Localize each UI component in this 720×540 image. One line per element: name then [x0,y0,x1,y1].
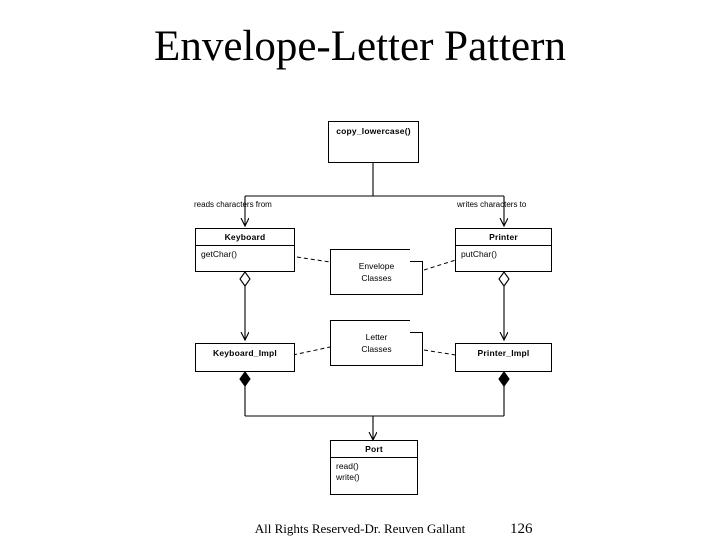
class-name-printer-impl: Printer_Impl [477,348,530,358]
class-name-keyboard: Keyboard [224,232,266,242]
class-name-printer: Printer [489,232,518,242]
note-fold-corner [410,249,423,262]
class-divider [456,245,551,246]
class-divider [196,245,294,246]
class-name-keyboard-impl: Keyboard_Impl [212,348,277,358]
note-envelope-classes-label: Envelope Classes [358,261,395,283]
class-name-port: Port [365,444,383,454]
note-letter-classes[interactable]: Letter Classes [330,320,423,366]
class-name-copy-lowercase: copy_lowercase() [336,126,411,136]
edge-label-writes: writes characters to [457,200,527,209]
page-number: 126 [510,521,533,537]
operation-getchar: getChar() [201,249,237,259]
note-envelope-classes[interactable]: Envelope Classes [330,249,423,295]
edge-label-reads: reads characters from [194,200,272,209]
operation-write: write() [336,472,360,482]
operation-read: read() [336,461,359,471]
class-operations-port: read() write() [331,458,417,486]
class-operations-keyboard: getChar() [196,246,294,263]
operation-putchar: putChar() [461,249,497,259]
class-box-printer-impl[interactable]: Printer_Impl [455,343,552,372]
class-box-keyboard[interactable]: Keyboard getChar() [195,228,295,272]
footer-copyright: All Rights Reserved-Dr. Reuven Gallant [254,521,466,536]
note-fold-corner [410,320,423,333]
class-divider [331,457,417,458]
class-box-copy-lowercase[interactable]: copy_lowercase() [328,121,419,163]
class-box-keyboard-impl[interactable]: Keyboard_Impl [195,343,295,372]
note-letter-classes-label: Letter Classes [361,332,392,354]
page-title: Envelope-Letter Pattern [154,23,566,70]
class-operations-printer: putChar() [456,246,551,263]
class-box-printer[interactable]: Printer putChar() [455,228,552,272]
class-box-port[interactable]: Port read() write() [330,440,418,495]
